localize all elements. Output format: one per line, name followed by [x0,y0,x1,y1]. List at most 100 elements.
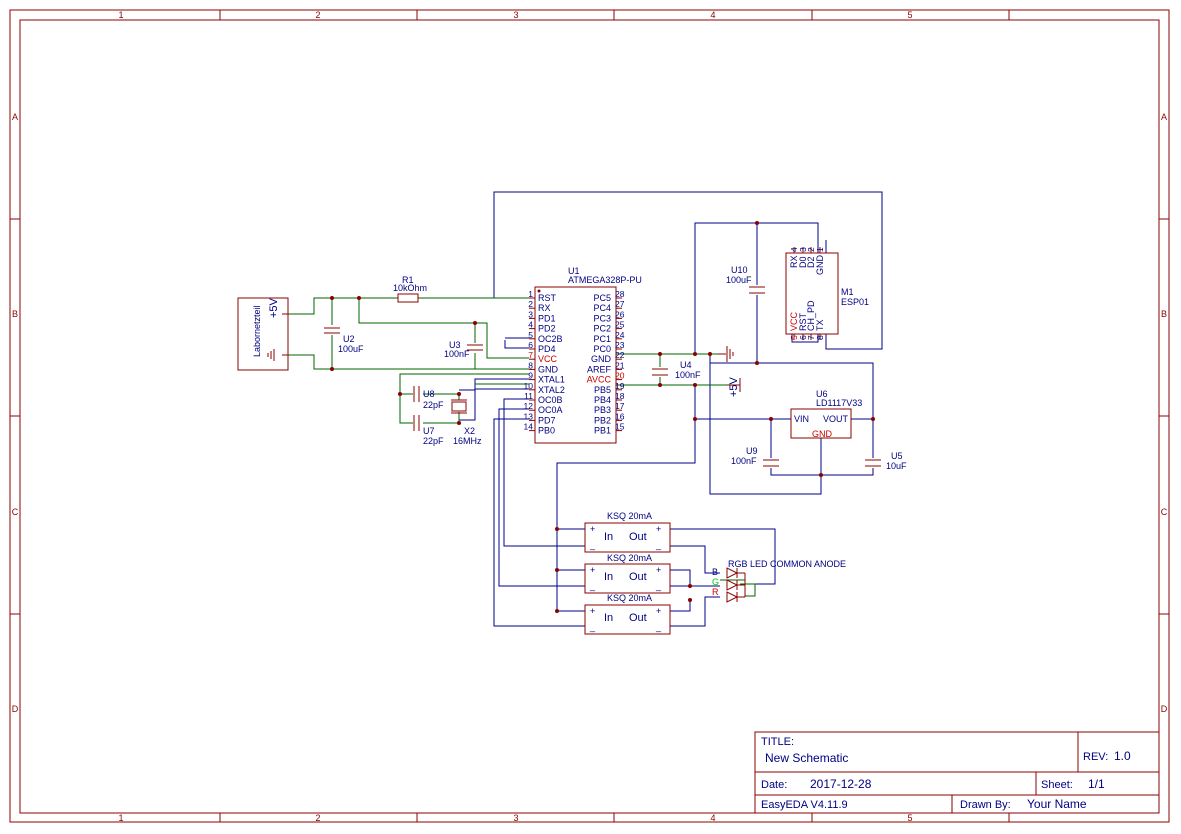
u1-pin-17-name: PB3 [594,405,611,415]
m1-ref: M1 [841,287,854,297]
capacitor-u5[interactable]: U5 10uF [865,451,907,471]
m1-pin-6-number: 6 [798,335,808,340]
col-label-5-bottom: 5 [907,813,912,823]
m1-pin-5-name: VCC [789,311,799,331]
u1-pin-12-number: 12 [524,401,534,411]
schematic-title: New Schematic [765,751,848,765]
u1-pin-1-number: 1 [528,289,533,299]
row-label-d-right: D [1161,704,1168,714]
ksq3-minus-left: _ [589,622,596,632]
u1-pin-13-name: PD7 [538,415,556,425]
u1-pin-14-number: 14 [524,422,534,432]
m1-pin-6-name: RST [798,312,808,331]
u1-pin-8-name: GND [538,364,559,374]
ksq-driver-1[interactable]: KSQ 20mA + _ In Out + _ [584,511,671,553]
capacitor-u9[interactable]: U9 100nF [731,446,779,467]
u6-vin: VIN [794,414,809,424]
drawn-by-value: Your Name [1027,797,1087,811]
m1-pin-7-name: CH_PD [806,300,816,331]
rgb-led[interactable]: RGB LED COMMON ANODE B G R [712,559,846,603]
ksq3-in: In [604,612,613,624]
sheet-label: Sheet: [1041,779,1073,791]
psu-label: Labornetzteil [252,305,262,357]
u1-pin-19-name: PB5 [594,385,611,395]
u7-value: 22pF [423,436,444,446]
junction-dots [330,221,875,613]
ksq3-plus-right: + [656,606,661,616]
ksq1-out: Out [629,531,647,543]
power-flag-5v: +5V [727,376,741,397]
u5-value: 10uF [886,461,907,471]
m1-pin-8-name: TX [815,319,825,331]
u1-pin-6-name: PD4 [538,344,556,354]
col-label-4-bottom: 4 [710,813,715,823]
u3-ref: U3 [449,340,461,350]
u1-pin-25-number: 25 [615,320,625,330]
u6-vout: VOUT [823,414,849,424]
drawn-by-label: Drawn By: [960,799,1011,811]
tool-version: EasyEDA V4.11.9 [761,799,848,811]
row-label-a-right: A [1161,112,1167,122]
capacitor-u4[interactable]: U4 100nF [652,360,701,380]
col-label-1: 1 [118,10,123,20]
col-label-2-bottom: 2 [315,813,320,823]
date-value: 2017-12-28 [810,777,872,791]
ksq3-out: Out [629,612,647,624]
u5-ref: U5 [891,451,903,461]
ksq1-plus-right: + [656,524,661,534]
u1-pin-20-name: AVCC [587,375,612,385]
wires-green[interactable] [288,297,756,597]
u1-pin-13-number: 13 [524,411,534,421]
capacitor-u3[interactable]: U3 100nF [444,340,483,359]
u8-ref: U8 [423,389,435,399]
u1-pin-5-number: 5 [528,330,533,340]
u6-ref: U6 [816,389,828,399]
u1-pin-7-name: VCC [538,354,558,364]
date-label: Date: [761,779,787,791]
led-r-label: R [712,587,719,597]
resistor-r1[interactable]: R1 10kOhm [393,275,427,303]
u10-value: 100uF [726,275,752,285]
ksq3-minus-right: _ [655,622,662,632]
u1-pin-1-name: RST [538,293,557,303]
rev-label: REV: [1083,751,1108,763]
crystal-x2[interactable]: X2 16MHz [451,399,482,446]
capacitor-u7[interactable]: U7 22pF [413,415,444,446]
u7-ref: U7 [423,426,435,436]
u1-pin-23-name: PC0 [593,344,611,354]
row-label-d: D [12,704,19,714]
regulator-u6[interactable]: U6 LD1117V33 VIN VOUT GND [790,389,862,439]
ksq-driver-2[interactable]: KSQ 20mA + _ In Out + _ [584,553,671,594]
ksq-driver-3[interactable]: KSQ 20mA + _ In Out + _ [584,593,671,635]
col-label-4: 4 [710,10,715,20]
u1-pin-3-name: PD1 [538,313,556,323]
u1-pin-23-number: 23 [615,340,625,350]
psu-pin-label: +5V [268,297,280,318]
u1-pin-5-name: OC2B [538,334,563,344]
capacitor-u2[interactable]: U2 100uF [324,327,364,354]
u1-pin-15-name: PB1 [594,426,611,436]
col-label-1-bottom: 1 [118,813,123,823]
capacitor-u8[interactable]: U8 22pF [413,386,444,410]
ksq1-minus-left: _ [589,540,596,550]
u1-pin-16-name: PB2 [594,415,611,425]
u1-pin-3-number: 3 [528,309,533,319]
capacitor-u10[interactable]: U10 100uF [726,265,765,294]
m1-pin-5-number: 5 [789,335,799,340]
u1-pin-22-name: GND [591,354,612,364]
ksq2-out: Out [629,571,647,583]
ksq1-minus-right: _ [655,540,662,550]
led-diode-g-icon [726,579,739,591]
power-supply[interactable]: Labornetzteil +5V [237,297,289,371]
u1-pin-12-name: OC0A [538,405,563,415]
u1-pin-15-number: 15 [615,422,625,432]
m1-pin-4-name: RX [789,255,799,268]
u10-ref: U10 [731,265,748,275]
u1-pin-28-number: 28 [615,289,625,299]
sheet-frame: 1 2 3 4 5 1 2 3 4 5 A B C D A B C D [9,9,1170,823]
